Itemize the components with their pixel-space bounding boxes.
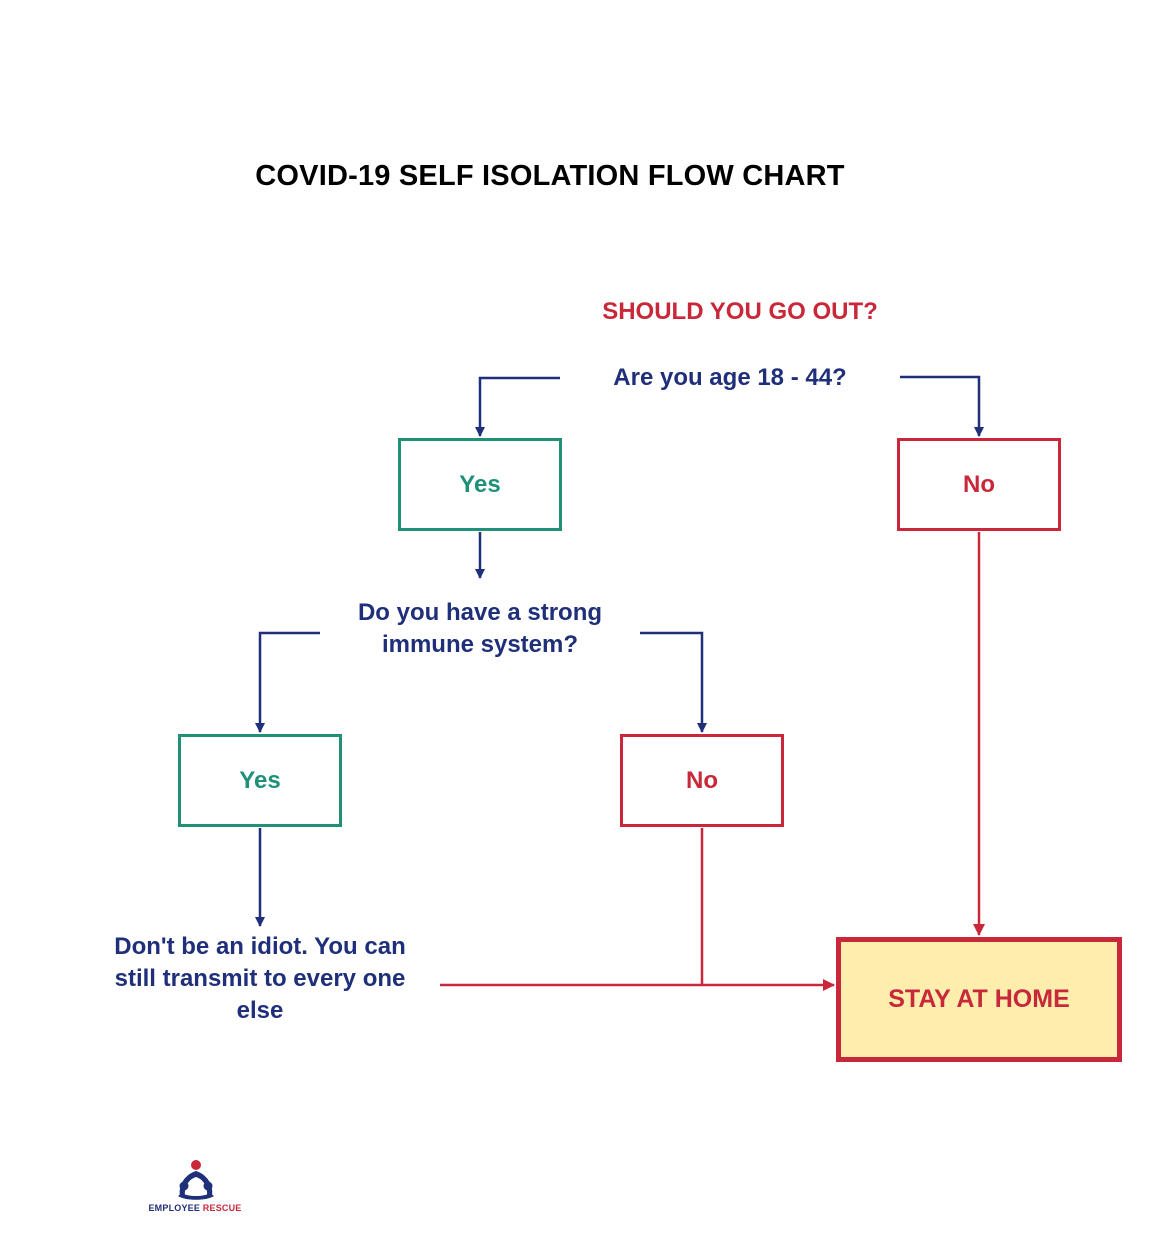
answer-age-no-label: No xyxy=(963,470,995,498)
outcome-label: STAY AT HOME xyxy=(888,985,1070,1013)
answer-age-yes-box: Yes xyxy=(398,438,562,531)
outcome-stay-at-home-box: STAY AT HOME xyxy=(836,937,1122,1062)
employee-rescue-logo: EMPLOYEE RESCUE xyxy=(140,1156,250,1218)
advice-line1: Don't be an idiot. You can xyxy=(114,933,406,960)
answer-age-yes-label: Yes xyxy=(459,470,501,498)
answer-immune-yes-box: Yes xyxy=(178,734,342,827)
answer-immune-yes-label: Yes xyxy=(239,766,281,794)
arrow-q1-to-no xyxy=(900,375,984,437)
answer-immune-no-label: No xyxy=(686,766,718,794)
advice-line3: else xyxy=(236,997,284,1024)
arrow-q2-to-yes xyxy=(255,631,320,733)
question-age: Are you age 18 - 44? xyxy=(613,364,847,391)
advice-text: Don't be an idiot. You can still transmi… xyxy=(80,931,440,1027)
chart-heading: SHOULD YOU GO OUT? xyxy=(602,298,878,325)
question-immune-line1: Do you have a strong xyxy=(357,599,603,626)
question-immune: Do you have a strong immune system? xyxy=(320,597,640,661)
advice-line2: still transmit to every one xyxy=(114,965,406,992)
answer-age-no-box: No xyxy=(897,438,1061,531)
people-circle-icon xyxy=(178,1160,214,1200)
logo-wordmark: EMPLOYEE RESCUE xyxy=(148,1203,242,1213)
arrow-q1-to-yes xyxy=(475,376,560,437)
question-immune-line2: immune system? xyxy=(381,631,579,658)
chart-title: COVID-19 SELF ISOLATION FLOW CHART xyxy=(255,160,845,192)
answer-immune-no-box: No xyxy=(620,734,784,827)
arrow-q2-to-no xyxy=(640,631,707,733)
